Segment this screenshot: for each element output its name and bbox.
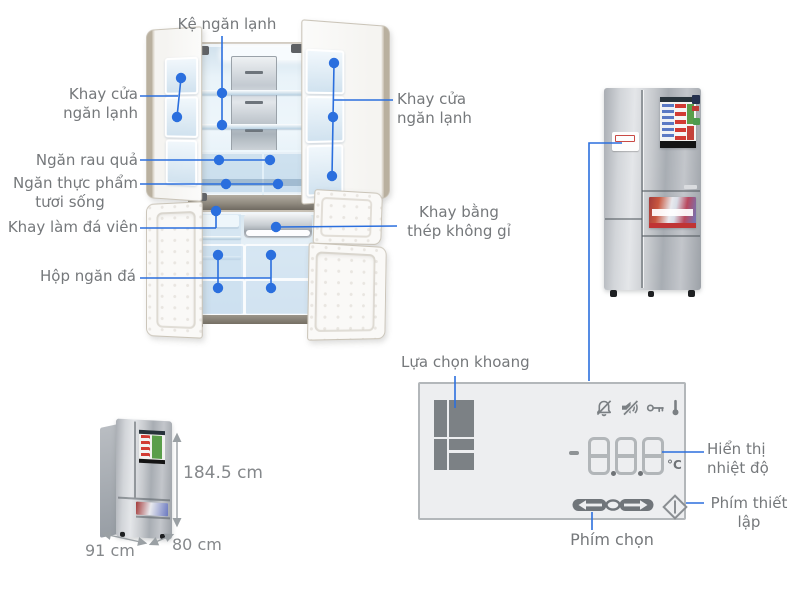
fruit-poster: [649, 197, 696, 228]
control-panel-plate: [612, 132, 639, 151]
glass-shelf: [196, 124, 344, 129]
glass-shelf: [196, 90, 344, 95]
green-sticker: [693, 118, 700, 125]
dimension-depth: 80 cm: [172, 535, 222, 554]
seven-segment-digit: [588, 437, 610, 475]
dimension-width: 91 cm: [85, 541, 135, 560]
dimension-fridge-photo: [100, 418, 178, 544]
label-compartment-select: Lựa chọn khoang: [401, 353, 530, 371]
callout-door-tray-left: Khay cửa ngăn lạnh: [63, 85, 138, 122]
door-bottom-left: [146, 201, 203, 339]
label-select-key: Phím chọn: [570, 530, 654, 549]
energy-label: [692, 95, 700, 104]
callout-vegetable-box: Ngăn rau quả: [35, 151, 138, 169]
select-key-arrows: [572, 499, 654, 511]
hinge: [196, 46, 209, 55]
mini-fruit-poster: [136, 501, 168, 517]
seven-segment-digit: [615, 437, 637, 475]
door-bottom-right-upper: [312, 189, 383, 246]
callout-fresh-food: Ngăn thực phẩm: [13, 174, 138, 192]
label-set-key: Phím thiết lập: [710, 494, 788, 531]
ice-cube-tray-graphic: [199, 215, 239, 229]
temperature-display: °C: [420, 384, 688, 522]
closed-fridge-photo: [604, 88, 701, 300]
set-key-diamond: [662, 494, 688, 520]
compartment-map-bottom-right: [449, 453, 474, 470]
compartment-map-top-left: [434, 400, 447, 437]
temperature-unit: °C: [667, 458, 682, 472]
base-bar: [190, 315, 350, 324]
callout-shelf: Kệ ngăn lạnh: [177, 15, 277, 33]
door-top-left: [146, 26, 203, 202]
compartment-map-mid-right: [449, 439, 474, 450]
mini-spec-poster: [139, 429, 165, 465]
decimal-point: [611, 471, 616, 476]
decimal-point: [638, 471, 643, 476]
fridge-foot: [648, 291, 654, 297]
door-top-right: [301, 19, 390, 205]
red-sticker: [692, 106, 699, 111]
fridge-foot: [688, 290, 695, 297]
callout-fresh-food-line2: tươi sống: [35, 193, 105, 211]
callout-stainless-tray: Khay bằng thép không gỉ: [407, 203, 511, 240]
fridge-front-face: [116, 418, 172, 540]
stainless-steel-tray-graphic: [244, 214, 312, 238]
hinge: [291, 44, 309, 53]
brand-logo-plate: [684, 185, 697, 189]
freezer-drawer: [197, 279, 245, 316]
drawer-rail: [196, 179, 344, 186]
dimension-height: 184.5 cm: [183, 463, 263, 483]
callout-ice-cube-tray: Khay làm đá viên: [7, 218, 138, 236]
door-bottom-right-lower: [307, 242, 387, 341]
key-lock-icon: [646, 404, 664, 413]
speaker-muted-icon: [622, 399, 639, 416]
minus-sign: [569, 451, 579, 455]
compartment-map-top-right: [449, 400, 474, 437]
compartment-map-bottom-left: [434, 439, 447, 470]
callout-freezer-box: Hộp ngăn đá: [40, 267, 136, 285]
callout-door-tray-right: Khay cửa ngăn lạnh: [397, 90, 472, 127]
center-drawer-stack: [231, 56, 277, 152]
label-temperature-display: Hiển thị nhiệt độ: [707, 440, 769, 477]
control-panel-diagram: -888: [418, 382, 688, 522]
freezer-drawer: [197, 244, 245, 280]
thermometer-icon: [672, 399, 679, 416]
vegetable-drawer-divider: [262, 152, 264, 196]
ringer-muted-icon: [596, 400, 612, 417]
spec-poster: [660, 97, 696, 148]
status-icon-row: [594, 398, 680, 418]
seven-segment-digit: [642, 437, 664, 475]
tray-handle: [246, 230, 310, 236]
fridge-foot: [610, 290, 617, 297]
